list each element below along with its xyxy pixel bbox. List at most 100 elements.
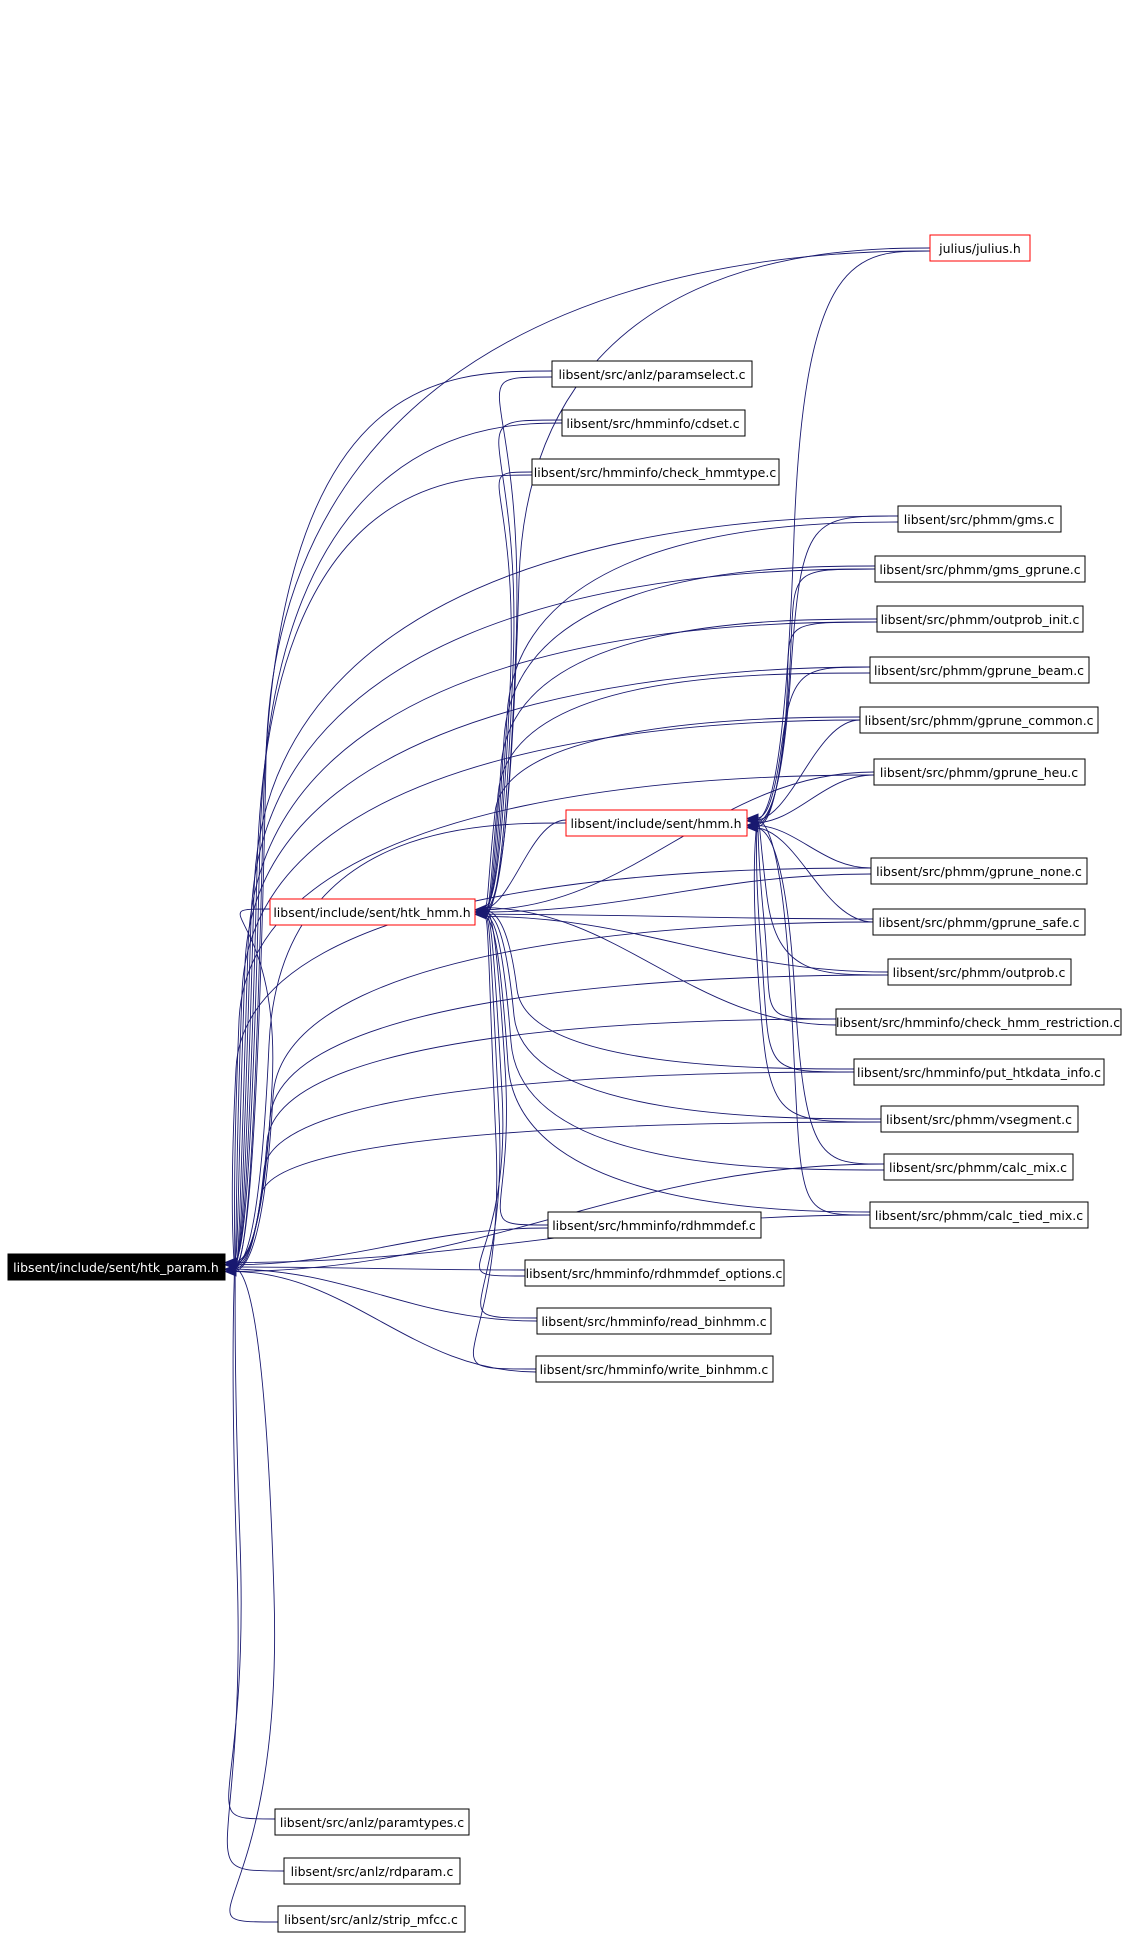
edge [472, 913, 537, 1370]
svg-text:libsent/src/phmm/gprune_none.c: libsent/src/phmm/gprune_none.c [876, 864, 1082, 879]
edge [752, 818, 871, 1216]
arrowhead [473, 908, 487, 920]
edge [480, 909, 855, 1070]
node-check-hmm-restriction[interactable]: libsent/src/hmminfo/check_hmm_restrictio… [835, 1008, 1122, 1036]
node-strip-mfcc[interactable]: libsent/src/anlz/strip_mfcc.c [277, 1905, 466, 1933]
node-gprune-safe[interactable]: libsent/src/phmm/gprune_safe.c [872, 908, 1086, 936]
node-hmm[interactable]: libsent/include/sent/hmm.h [565, 809, 748, 837]
edge [230, 370, 553, 1272]
arrowhead [745, 813, 759, 824]
edge [752, 568, 876, 826]
node-read-binhmm[interactable]: libsent/src/hmminfo/read_binhmm.c [536, 1307, 772, 1335]
edge [752, 774, 875, 824]
edge [480, 911, 538, 1319]
node-rdhmmdef[interactable]: libsent/src/hmminfo/rdhmmdef.c [547, 1211, 762, 1239]
svg-text:libsent/src/hmminfo/rdhmmdef.c: libsent/src/hmminfo/rdhmmdef.c [552, 1218, 756, 1233]
edge [480, 771, 875, 911]
edge [230, 1227, 549, 1266]
svg-text:libsent/src/hmminfo/read_binhm: libsent/src/hmminfo/read_binhmm.c [541, 1314, 766, 1329]
node-htk-hmm[interactable]: libsent/include/sent/htk_hmm.h [269, 898, 476, 926]
edge [230, 422, 563, 1264]
edge [480, 419, 563, 917]
node-write-binhmm[interactable]: libsent/src/hmminfo/write_binhmm.c [535, 1355, 774, 1383]
svg-text:libsent/src/phmm/gprune_safe.c: libsent/src/phmm/gprune_safe.c [879, 915, 1080, 930]
node-gprune-none[interactable]: libsent/src/phmm/gprune_none.c [870, 857, 1088, 885]
node-outprob-init[interactable]: libsent/src/phmm/outprob_init.c [876, 605, 1084, 633]
node-gprune-heu[interactable]: libsent/src/phmm/gprune_heu.c [873, 758, 1086, 786]
edge [480, 873, 872, 913]
edge [230, 822, 567, 1268]
node-vsegment[interactable]: libsent/src/phmm/vsegment.c [880, 1105, 1079, 1133]
node-gms-gprune[interactable]: libsent/src/phmm/gms_gprune.c [874, 555, 1086, 583]
svg-text:libsent/src/anlz/paramselect.c: libsent/src/anlz/paramselect.c [559, 367, 746, 382]
edge [752, 818, 889, 976]
edge [479, 909, 526, 1277]
edge [480, 565, 876, 913]
edge [230, 974, 889, 1264]
node-gprune-beam[interactable]: libsent/src/phmm/gprune_beam.c [869, 656, 1090, 684]
edge-layer [226, 247, 931, 1923]
edge [480, 907, 549, 1226]
node-paramselect[interactable]: libsent/src/anlz/paramselect.c [551, 360, 753, 388]
node-check-hmmtype[interactable]: libsent/src/hmminfo/check_hmmtype.c [531, 458, 780, 486]
svg-text:libsent/src/anlz/paramtypes.c: libsent/src/anlz/paramtypes.c [280, 1815, 464, 1830]
svg-text:libsent/include/sent/htk_param: libsent/include/sent/htk_param.h [13, 1260, 219, 1275]
svg-text:libsent/src/anlz/strip_mfcc.c: libsent/src/anlz/strip_mfcc.c [284, 1912, 458, 1927]
svg-text:libsent/src/phmm/gprune_common: libsent/src/phmm/gprune_common.c [864, 713, 1093, 728]
node-put-htkdata-info[interactable]: libsent/src/hmminfo/put_htkdata_info.c [853, 1058, 1105, 1086]
svg-text:libsent/src/hmminfo/put_htkdat: libsent/src/hmminfo/put_htkdata_info.c [857, 1065, 1101, 1080]
node-rdparam[interactable]: libsent/src/anlz/rdparam.c [283, 1857, 461, 1885]
svg-text:libsent/src/hmminfo/check_hmm_: libsent/src/hmminfo/check_hmm_restrictio… [836, 1015, 1120, 1030]
arrowhead-layer [223, 813, 759, 1277]
node-rdhmmdef-options[interactable]: libsent/src/hmminfo/rdhmmdef_options.c [524, 1259, 785, 1287]
edge [230, 1268, 538, 1322]
edge [480, 911, 882, 1120]
node-gms[interactable]: libsent/src/phmm/gms.c [897, 505, 1062, 533]
edge [752, 826, 885, 1165]
node-htk-param[interactable]: libsent/include/sent/htk_param.h [7, 1253, 226, 1281]
node-julius[interactable]: julius/julius.h [929, 234, 1031, 262]
edge [480, 913, 885, 1171]
node-paramtypes[interactable]: libsent/src/anlz/paramtypes.c [274, 1808, 470, 1836]
svg-text:libsent/src/phmm/gprune_heu.c: libsent/src/phmm/gprune_heu.c [880, 765, 1078, 780]
edge [752, 250, 931, 822]
edge [230, 621, 878, 1272]
edge [230, 1121, 882, 1270]
edge [480, 915, 889, 973]
edge [230, 867, 872, 1270]
edge [230, 1214, 871, 1264]
edge [230, 1071, 855, 1268]
svg-text:libsent/src/phmm/vsegment.c: libsent/src/phmm/vsegment.c [886, 1112, 1072, 1127]
svg-text:libsent/src/phmm/calc_tied_mix: libsent/src/phmm/calc_tied_mix.c [875, 1208, 1083, 1223]
svg-text:libsent/include/sent/htk_hmm.h: libsent/include/sent/htk_hmm.h [273, 905, 470, 920]
edge [480, 907, 837, 1026]
edge [229, 1266, 279, 1923]
edge [226, 1264, 285, 1872]
arrowhead [223, 1257, 237, 1268]
edge [230, 1018, 837, 1266]
edge [230, 774, 875, 1268]
node-calc-mix[interactable]: libsent/src/phmm/calc_mix.c [883, 1153, 1074, 1181]
svg-text:libsent/src/hmminfo/rdhmmdef_o: libsent/src/hmminfo/rdhmmdef_options.c [526, 1266, 783, 1281]
edge [230, 1266, 526, 1271]
svg-text:libsent/src/phmm/calc_mix.c: libsent/src/phmm/calc_mix.c [889, 1160, 1067, 1175]
node-calc-tied-mix[interactable]: libsent/src/phmm/calc_tied_mix.c [869, 1201, 1089, 1229]
edge [230, 474, 533, 1266]
node-outprob[interactable]: libsent/src/phmm/outprob.c [887, 958, 1072, 986]
node-cdset[interactable]: libsent/src/hmminfo/cdset.c [561, 409, 746, 437]
edge [230, 921, 874, 1272]
edge [752, 719, 861, 822]
svg-text:libsent/src/anlz/rdparam.c: libsent/src/anlz/rdparam.c [291, 1864, 454, 1879]
arrowhead [745, 822, 759, 833]
edge [480, 716, 861, 909]
edge [480, 672, 871, 917]
node-gprune-common[interactable]: libsent/src/phmm/gprune_common.c [859, 706, 1099, 734]
edge [480, 915, 871, 1213]
svg-text:libsent/src/phmm/gms_gprune.c: libsent/src/phmm/gms_gprune.c [879, 562, 1080, 577]
edge [752, 666, 871, 820]
svg-text:libsent/src/phmm/outprob.c: libsent/src/phmm/outprob.c [893, 965, 1066, 980]
svg-text:libsent/src/phmm/outprob_init.: libsent/src/phmm/outprob_init.c [881, 612, 1080, 627]
arrowhead [223, 1266, 237, 1277]
edge [752, 515, 899, 824]
